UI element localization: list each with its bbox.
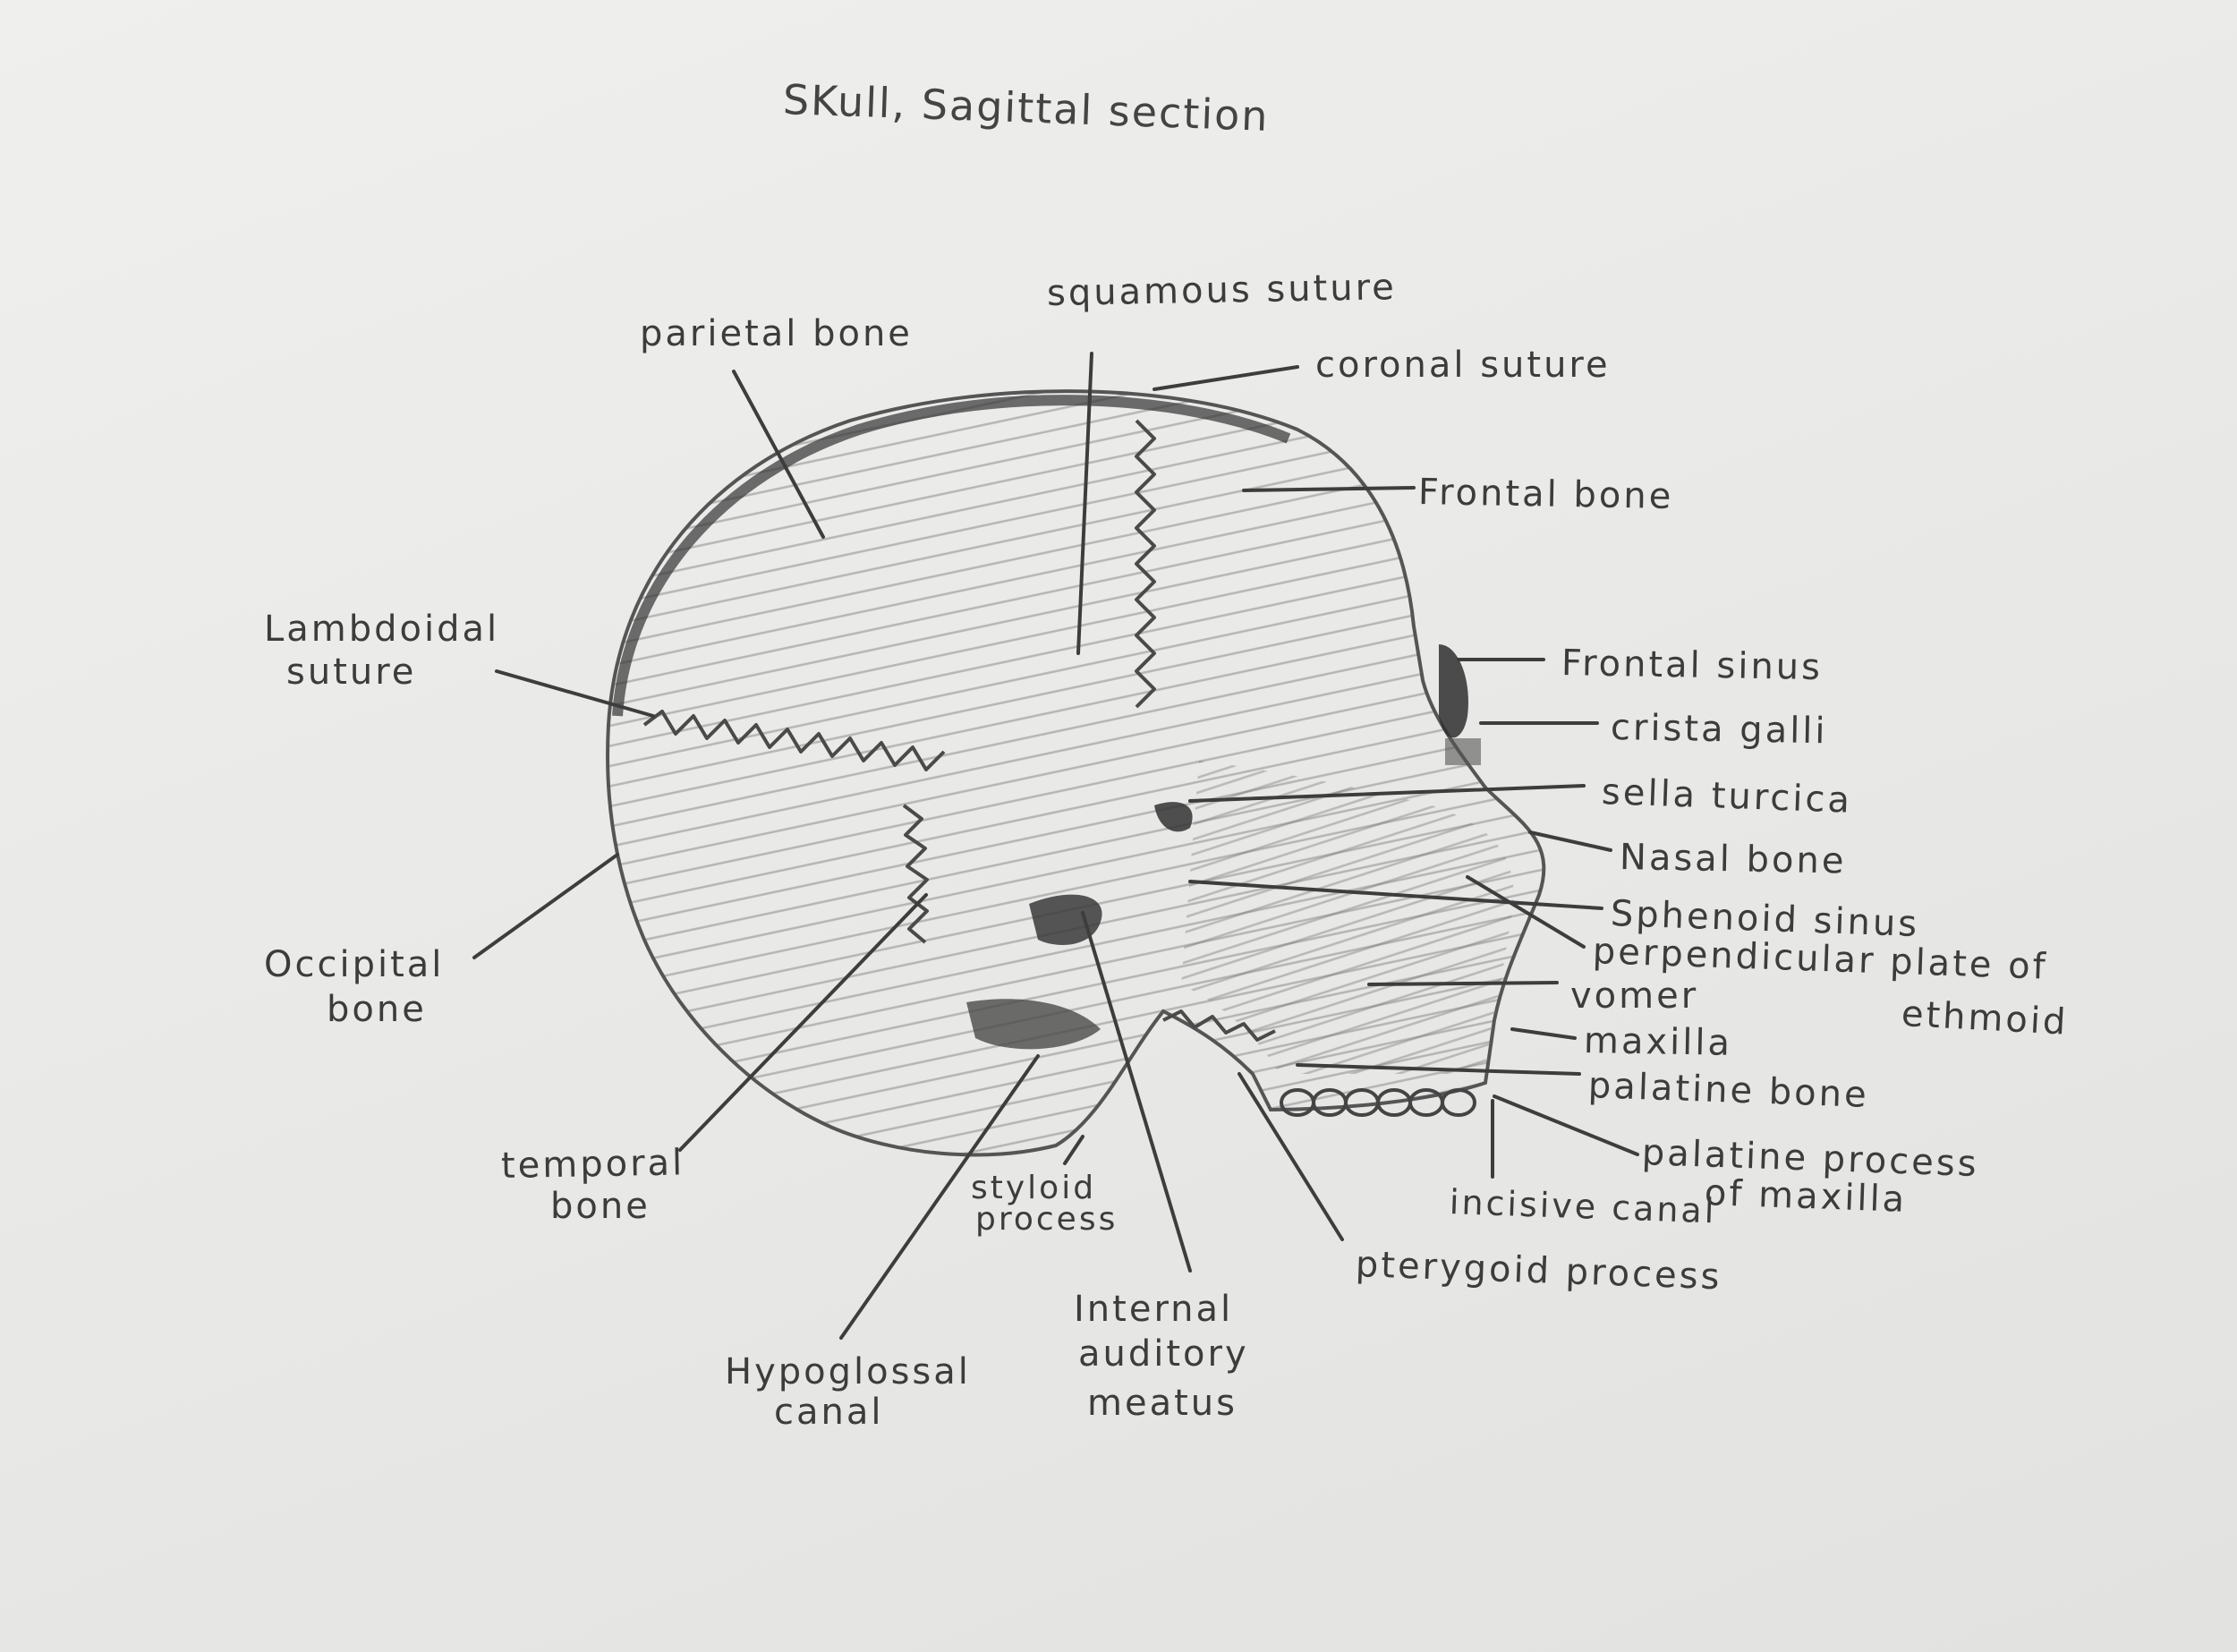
leader-palatine-process	[1493, 1094, 1639, 1156]
label-crista-galli: crista galli	[1610, 707, 1828, 753]
label-frontal-sinus: Frontal sinus	[1561, 643, 1824, 689]
cranial-vault-edge	[612, 395, 1291, 717]
frontal-sinus-shape	[1439, 644, 1468, 738]
leader-parietal	[732, 370, 825, 539]
label-palatine-process-line2: of maxilla	[1704, 1172, 1908, 1221]
leader-lines	[472, 352, 1639, 1340]
leader-lambdoidal	[495, 669, 655, 718]
leader-sphenoid-sinus	[1188, 880, 1603, 910]
teeth-row	[1280, 1088, 1476, 1117]
label-occipital-bone-line2: bone	[327, 989, 427, 1030]
label-maxilla: maxilla	[1583, 1020, 1733, 1064]
leader-pterygoid	[1238, 1072, 1344, 1241]
label-squamous-suture: squamous suture	[1046, 267, 1398, 314]
petrous-region	[1029, 894, 1102, 945]
label-hypoglossal-canal-line2: canal	[774, 1392, 884, 1433]
facial-region	[1181, 761, 1514, 1074]
label-nasal-bone: Nasal bone	[1619, 837, 1847, 882]
leader-coronal	[1153, 365, 1299, 391]
leader-maxilla	[1510, 1027, 1577, 1040]
leader-palatine-bone	[1296, 1063, 1581, 1076]
label-occipital-bone-line1: Occipital	[264, 944, 445, 985]
squamous-suture-line	[1135, 419, 1156, 709]
label-frontal-bone: Frontal bone	[1417, 472, 1674, 517]
label-internal-auditory-meatus-line2: auditory	[1078, 1333, 1249, 1375]
leader-styloid	[1063, 1135, 1084, 1165]
leader-nasal-bone	[1528, 830, 1612, 852]
label-temporal-bone-line1: temporal	[500, 1142, 685, 1187]
leader-frontal	[1242, 486, 1416, 492]
posterior-fossa	[966, 999, 1101, 1050]
crista-galli-shape	[1445, 738, 1481, 765]
label-perpendicular-plate-line2: ethmoid	[1900, 993, 2070, 1043]
label-hypoglossal-canal-line1: Hypoglossal	[725, 1351, 971, 1392]
temporal-suture-line	[902, 804, 929, 944]
leader-squamous	[1076, 352, 1093, 655]
leader-hypoglossal	[839, 1054, 1040, 1340]
lambdoidal-suture-line	[642, 710, 946, 771]
label-styloid-process-line2: process	[975, 1201, 1118, 1238]
sella-dark	[1154, 802, 1193, 832]
label-sella-turcica: sella turcica	[1601, 771, 1853, 822]
label-vomer: vomer	[1570, 975, 1699, 1017]
label-styloid-process-line1: styloid	[971, 1170, 1097, 1206]
label-internal-auditory-meatus-line3: meatus	[1087, 1383, 1238, 1424]
label-internal-auditory-meatus-line1: Internal	[1074, 1289, 1234, 1330]
pterygoid-edge	[1162, 1009, 1276, 1042]
label-parietal-bone: parietal bone	[640, 313, 913, 354]
leader-sella-turcica	[1188, 784, 1586, 803]
label-lambdoidal-suture-line1: Lambdoidal	[264, 609, 500, 650]
leader-occipital	[472, 853, 619, 959]
label-coronal-suture: coronal suture	[1315, 345, 1611, 386]
leader-perpendicular-plate	[1466, 875, 1586, 949]
leader-temporal	[678, 893, 928, 1152]
label-lambdoidal-suture-line2: suture	[286, 651, 417, 693]
leader-internal-auditory	[1081, 911, 1192, 1273]
label-temporal-bone-line2: bone	[550, 1186, 651, 1227]
leader-vomer	[1367, 981, 1559, 986]
